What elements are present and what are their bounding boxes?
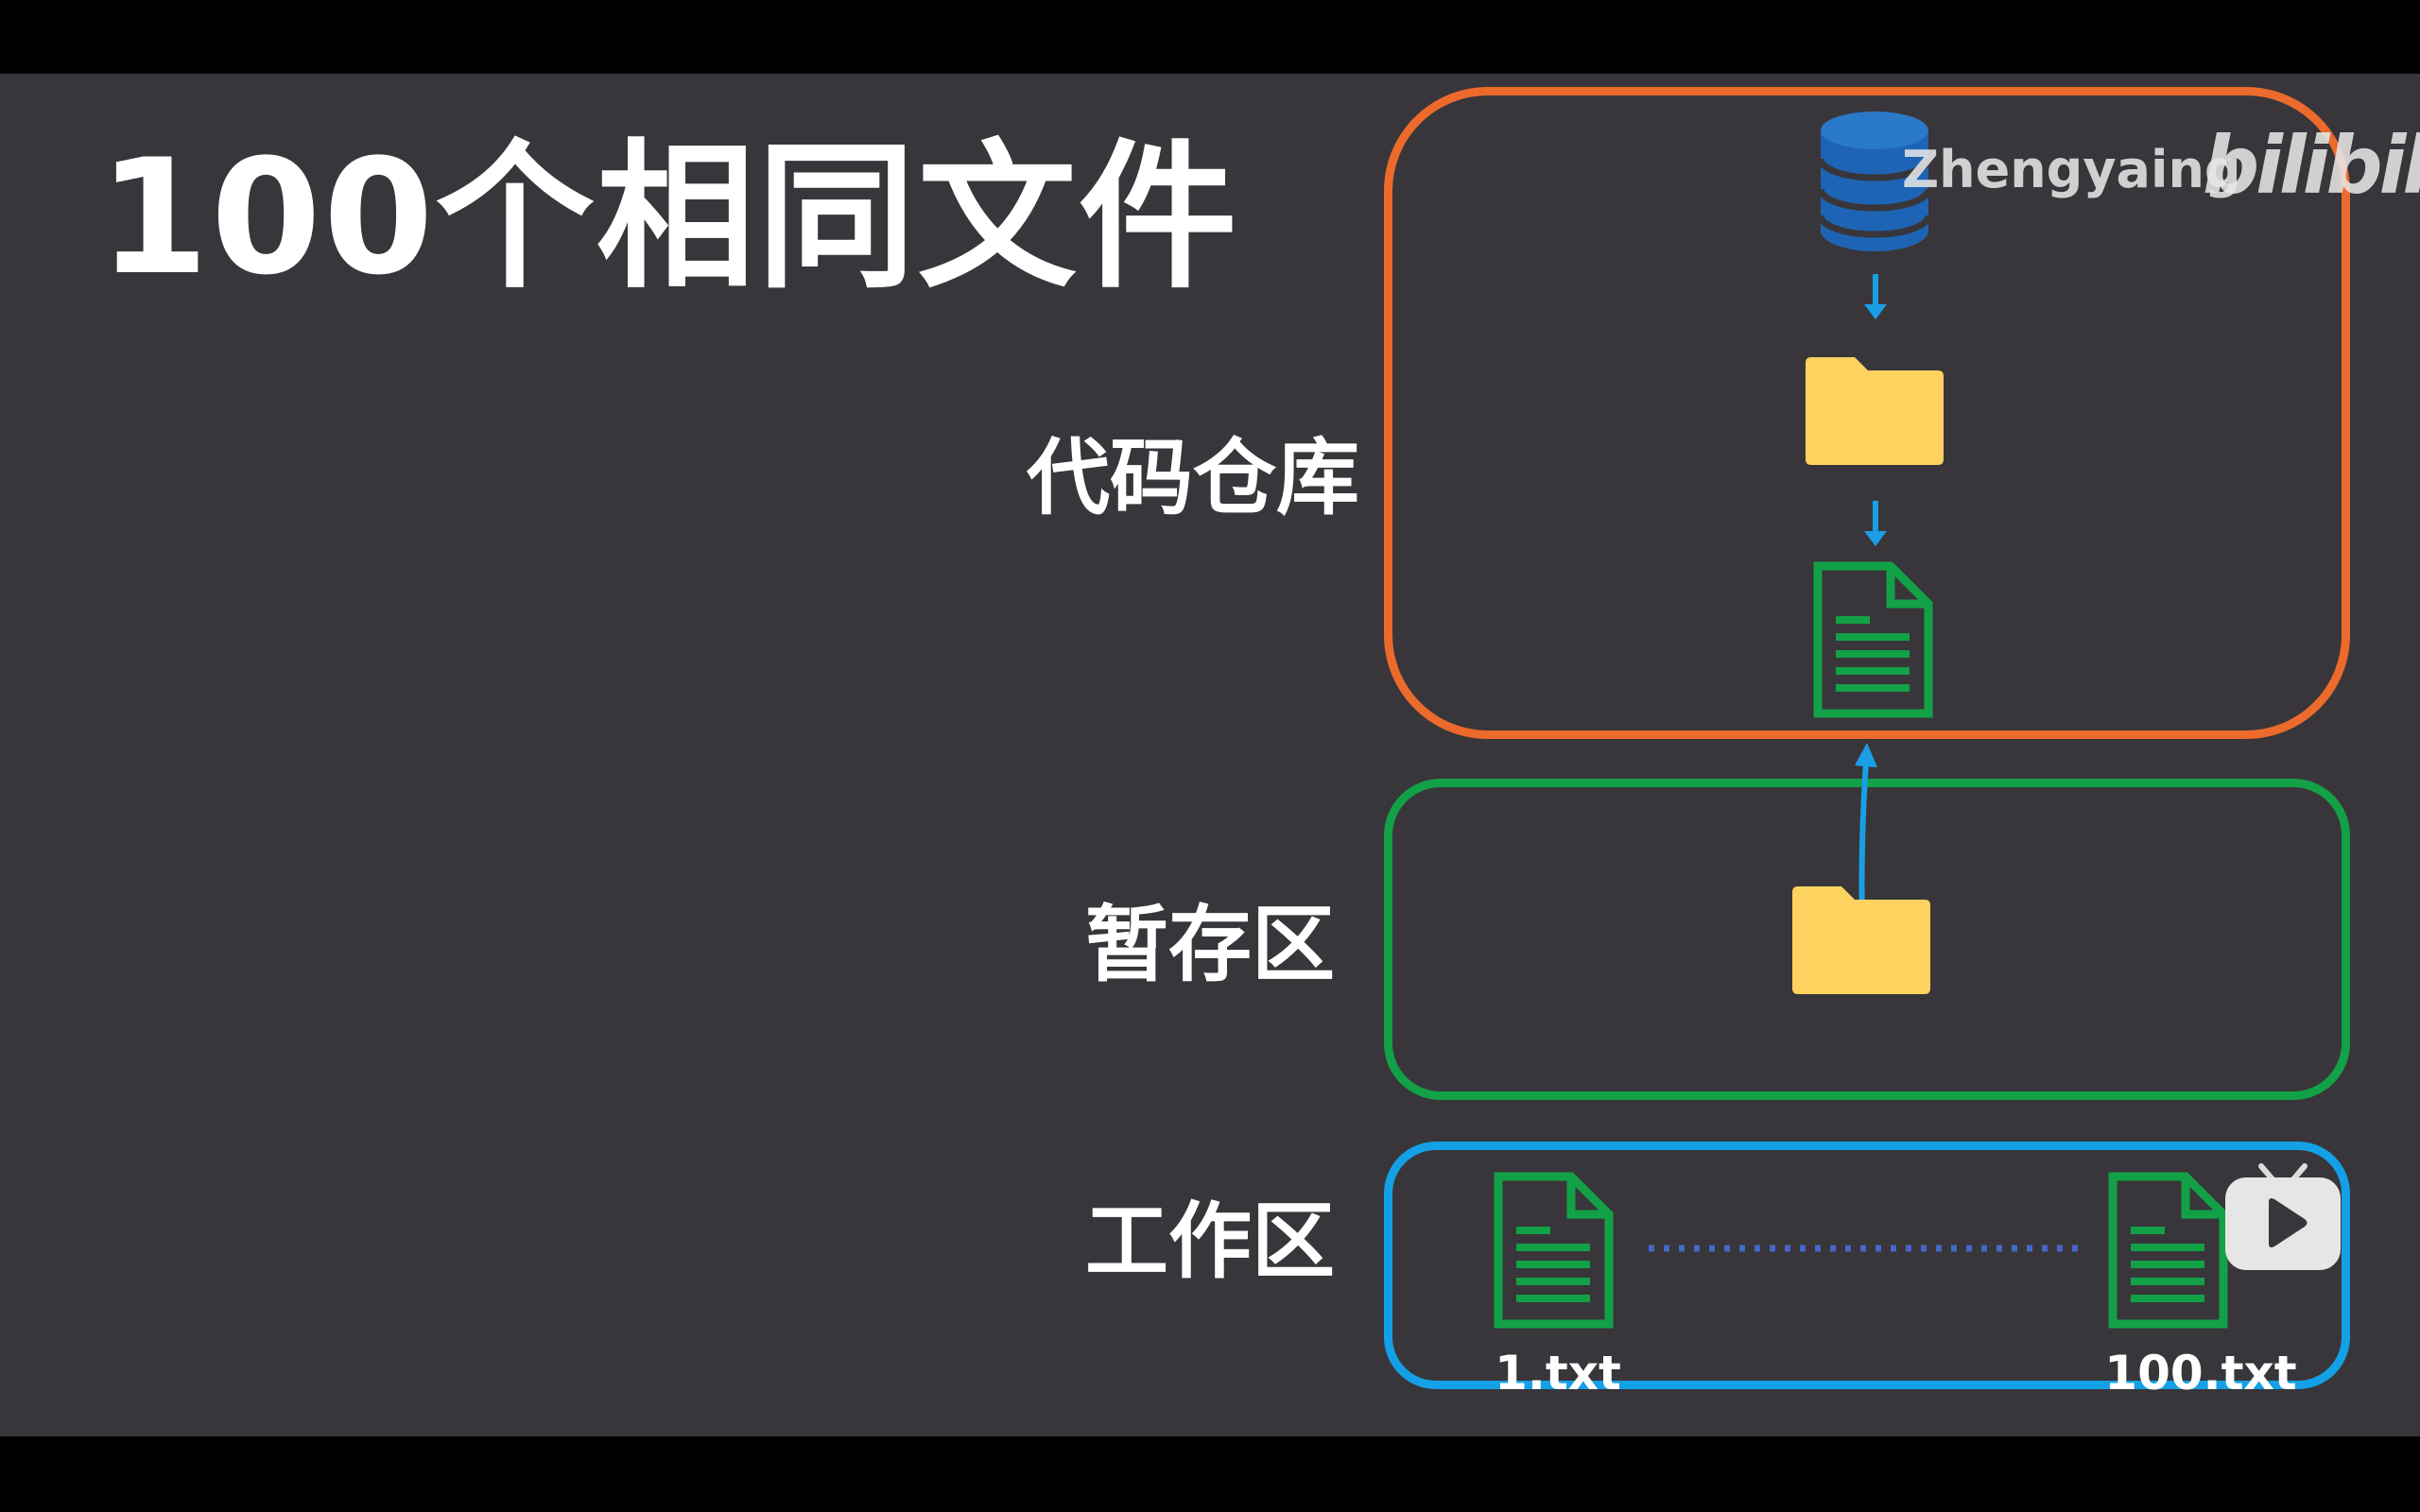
- watermark-logo: bilibili: [2203, 119, 2420, 212]
- arrow-down-icon: [1864, 501, 1887, 546]
- play-icon[interactable]: [2221, 1160, 2344, 1276]
- staging-label: 暂存区: [1085, 896, 1336, 993]
- file-label-last: 100.txt: [2104, 1346, 2297, 1400]
- slide: 100个相同文件 代码仓库 暂存区 工作区: [0, 74, 2420, 1436]
- working-label: 工作区: [1085, 1193, 1336, 1290]
- folder-icon: [1806, 357, 1944, 465]
- dotted-line: [1649, 1245, 2078, 1252]
- database-icon: [1817, 112, 1932, 251]
- document-icon: [2108, 1172, 2228, 1329]
- document-icon: [1494, 1172, 1614, 1329]
- folder-icon: [1792, 886, 1930, 994]
- slide-title: 100个相同文件: [98, 125, 1239, 310]
- arrow-down-icon: [1864, 274, 1887, 319]
- file-label-first: 1.txt: [1495, 1346, 1621, 1400]
- repository-label: 代码仓库: [1027, 429, 1360, 526]
- watermark-author: Zhengyaing: [1902, 140, 2241, 199]
- repository-box: [1384, 87, 2350, 739]
- working-box: [1384, 1142, 2350, 1389]
- document-icon: [1813, 561, 1933, 718]
